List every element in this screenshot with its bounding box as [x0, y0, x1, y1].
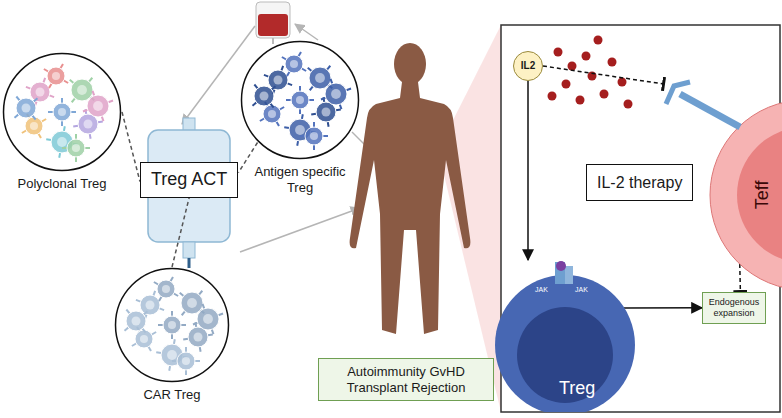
- kinase-label: JAK: [575, 286, 588, 294]
- cell-icon: [253, 85, 276, 108]
- cell-icon: [282, 52, 306, 76]
- node-label: Teff: [752, 180, 774, 209]
- il2-dot: [608, 58, 617, 67]
- cell-icon: [125, 310, 148, 333]
- kinase-label: JAK: [535, 286, 548, 294]
- node-label: Polyclonal Treg: [7, 176, 117, 192]
- connector: [172, 198, 189, 267]
- node-label: Treg: [559, 378, 595, 400]
- cytokine-label: IL2: [513, 51, 543, 81]
- cell-icon: [83, 91, 113, 121]
- cell-icon: [321, 79, 351, 109]
- il2-dot: [594, 36, 603, 45]
- node-label: CAR Treg: [127, 387, 217, 403]
- node-label: Autoimmunity GvHD Transplant Rejection: [331, 364, 481, 395]
- zoom-fan: [438, 25, 501, 412]
- circle-outline: [240, 40, 360, 160]
- il2-dot: [548, 92, 557, 101]
- outcome-box: Endogenous expansion: [702, 292, 766, 324]
- node-label: Treg ACT: [151, 169, 227, 191]
- receptor: [555, 261, 573, 284]
- receptor: [666, 82, 740, 127]
- circle-outline: [114, 267, 230, 383]
- cell-icon: [172, 347, 200, 375]
- blood-bag: [256, 2, 290, 44]
- il2-dot: [618, 78, 627, 87]
- flow-arrow: [240, 208, 360, 252]
- il2-dot: [554, 48, 563, 57]
- connector: [122, 112, 140, 182]
- cell-icon: [15, 97, 38, 120]
- cell-icon: [48, 98, 76, 126]
- therapy-box: IL-2 therapy: [586, 164, 693, 201]
- connector: [624, 307, 702, 309]
- connector: [543, 66, 664, 84]
- cell-icon: [286, 86, 314, 114]
- node-label: IL-2 therapy: [597, 173, 682, 192]
- cell-pool-circle: CAR Treg: [114, 267, 230, 383]
- circle-outline: [2, 52, 122, 172]
- il2-dot: [576, 96, 585, 105]
- outcome-box: Autoimmunity GvHD Transplant Rejection: [318, 358, 494, 401]
- il2-dot: [600, 90, 609, 99]
- connector: [527, 81, 529, 260]
- node-label: IL2: [521, 60, 535, 72]
- cell-icon: [158, 311, 186, 339]
- cell-pool-circle: Polyclonal Treg: [2, 52, 122, 172]
- node-label: Endogenous expansion: [708, 297, 760, 319]
- treg-cell: Treg JAK JAK: [495, 260, 635, 412]
- il2-dot: [582, 52, 591, 61]
- human-figure: [350, 43, 471, 334]
- il2-molecules: [548, 36, 633, 109]
- cell-icon: [44, 64, 68, 88]
- cell-icon: [154, 277, 178, 301]
- cell-icon: [300, 122, 328, 150]
- il2-dot: [624, 100, 633, 109]
- cell-icon: [62, 134, 90, 162]
- connector: [739, 264, 741, 292]
- flow-arrow: [295, 24, 318, 40]
- cell-icon: [193, 304, 223, 334]
- process-box: Treg ACT: [140, 162, 238, 198]
- cell-pool-circle: Antigen specific Treg: [240, 40, 360, 160]
- il2-dot: [568, 62, 577, 71]
- il2-dot: [562, 80, 571, 89]
- node-label: Antigen specific Treg: [250, 164, 350, 195]
